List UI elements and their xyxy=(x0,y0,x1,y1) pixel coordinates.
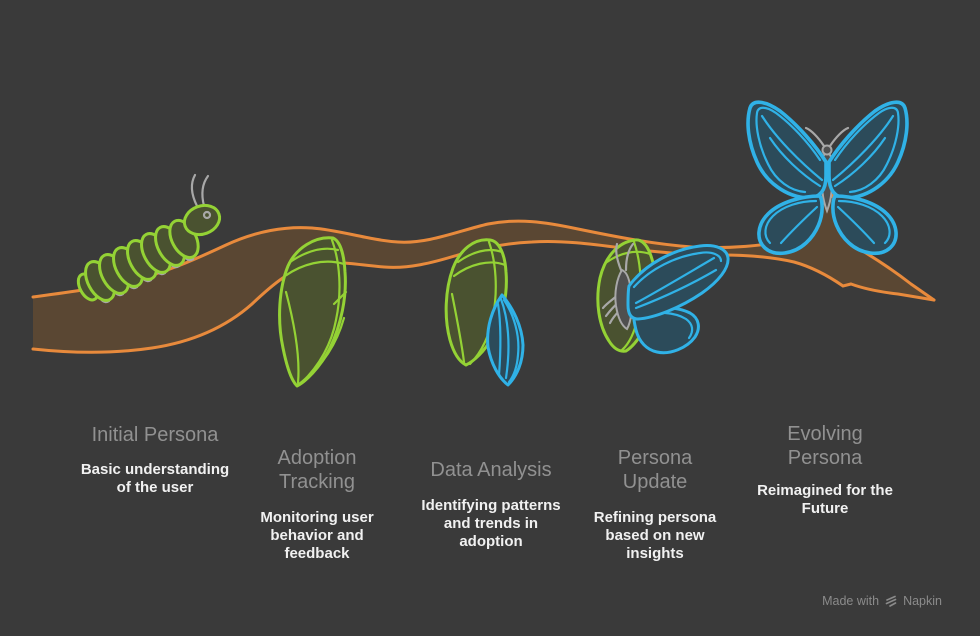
watermark: Made with Napkin xyxy=(822,594,942,608)
butterfly-head xyxy=(821,144,833,156)
watermark-prefix: Made with xyxy=(822,594,880,608)
stage-description: Identifying patterns and trends in adopt… xyxy=(421,497,561,550)
chrysalis-icon xyxy=(278,236,348,388)
butterfly-icon xyxy=(746,100,909,256)
watermark-brand: Napkin xyxy=(903,594,942,608)
branch-bottom-edge xyxy=(31,239,936,354)
stage-description: Basic understanding of the user xyxy=(80,461,230,496)
stage-title: Persona Update xyxy=(617,447,693,493)
stage-persona-update: Persona Update Refining persona based on… xyxy=(555,446,755,563)
napkin-logo-icon xyxy=(885,595,897,607)
stage-title: Data Analysis xyxy=(430,459,552,481)
caterpillar-head xyxy=(182,203,222,237)
stage-initial-persona: Initial Persona Basic understanding of t… xyxy=(55,423,255,497)
stage-title: Initial Persona xyxy=(91,424,219,446)
stage-description: Refining persona based on new insights xyxy=(593,509,717,562)
stage-data-analysis: Data Analysis Identifying patterns and t… xyxy=(391,458,591,551)
emerging-wing xyxy=(486,293,525,387)
emerging-butterfly-icon xyxy=(596,238,730,355)
butterfly-antennae xyxy=(804,126,826,148)
chrysalis-emerging-wing-icon xyxy=(444,238,525,387)
stage-adoption-tracking: Adoption Tracking Monitoring user behavi… xyxy=(217,446,417,563)
emerging-butterfly-wings xyxy=(626,244,730,355)
caterpillar-eye xyxy=(202,210,212,220)
caterpillar-icon xyxy=(76,173,222,304)
emerging-butterfly-body xyxy=(601,242,635,331)
stage-title: Adoption Tracking xyxy=(277,447,357,493)
stage-evolving-persona: Evolving Persona Reimagined for the Futu… xyxy=(725,422,925,518)
stage-title: Evolving Persona xyxy=(787,423,863,469)
caterpillar-antennae xyxy=(190,173,199,208)
stage-description: Monitoring user behavior and feedback xyxy=(260,509,374,562)
stage-description: Reimagined for the Future xyxy=(757,482,893,517)
